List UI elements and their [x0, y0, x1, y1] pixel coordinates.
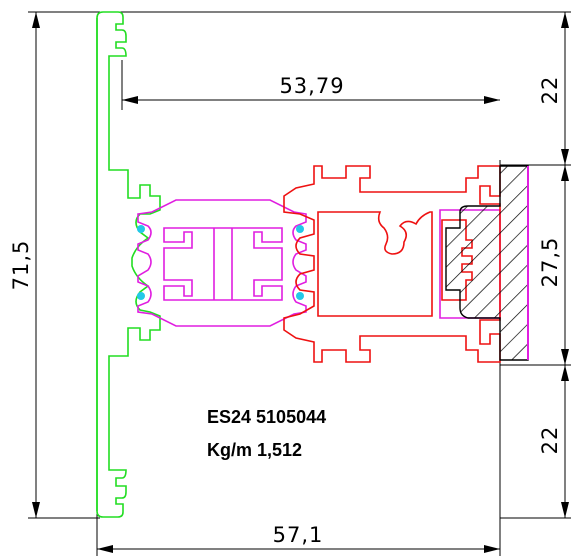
dimension-label-top-offset: 22 [538, 76, 562, 105]
dimension-label-inner-width: 53,79 [279, 74, 344, 98]
dimension-label-middle-height: 27,5 [538, 237, 562, 288]
dimension-right-stack [120, 11, 571, 519]
hatched-section [445, 165, 529, 361]
dimension-label-total-height: 71,5 [9, 240, 33, 291]
gasket-points [137, 225, 304, 300]
dimension-total-height [28, 11, 100, 519]
profile-code: ES24 5105044 [207, 407, 326, 427]
dimension-inner-width [121, 60, 500, 110]
outer-frame-profile [96, 11, 161, 518]
dimension-label-bottom-offset: 22 [538, 426, 562, 455]
dimension-total-width [96, 360, 501, 556]
profile-weight: Kg/m 1,512 [207, 440, 302, 460]
dimension-label-total-width: 57,1 [273, 523, 324, 547]
